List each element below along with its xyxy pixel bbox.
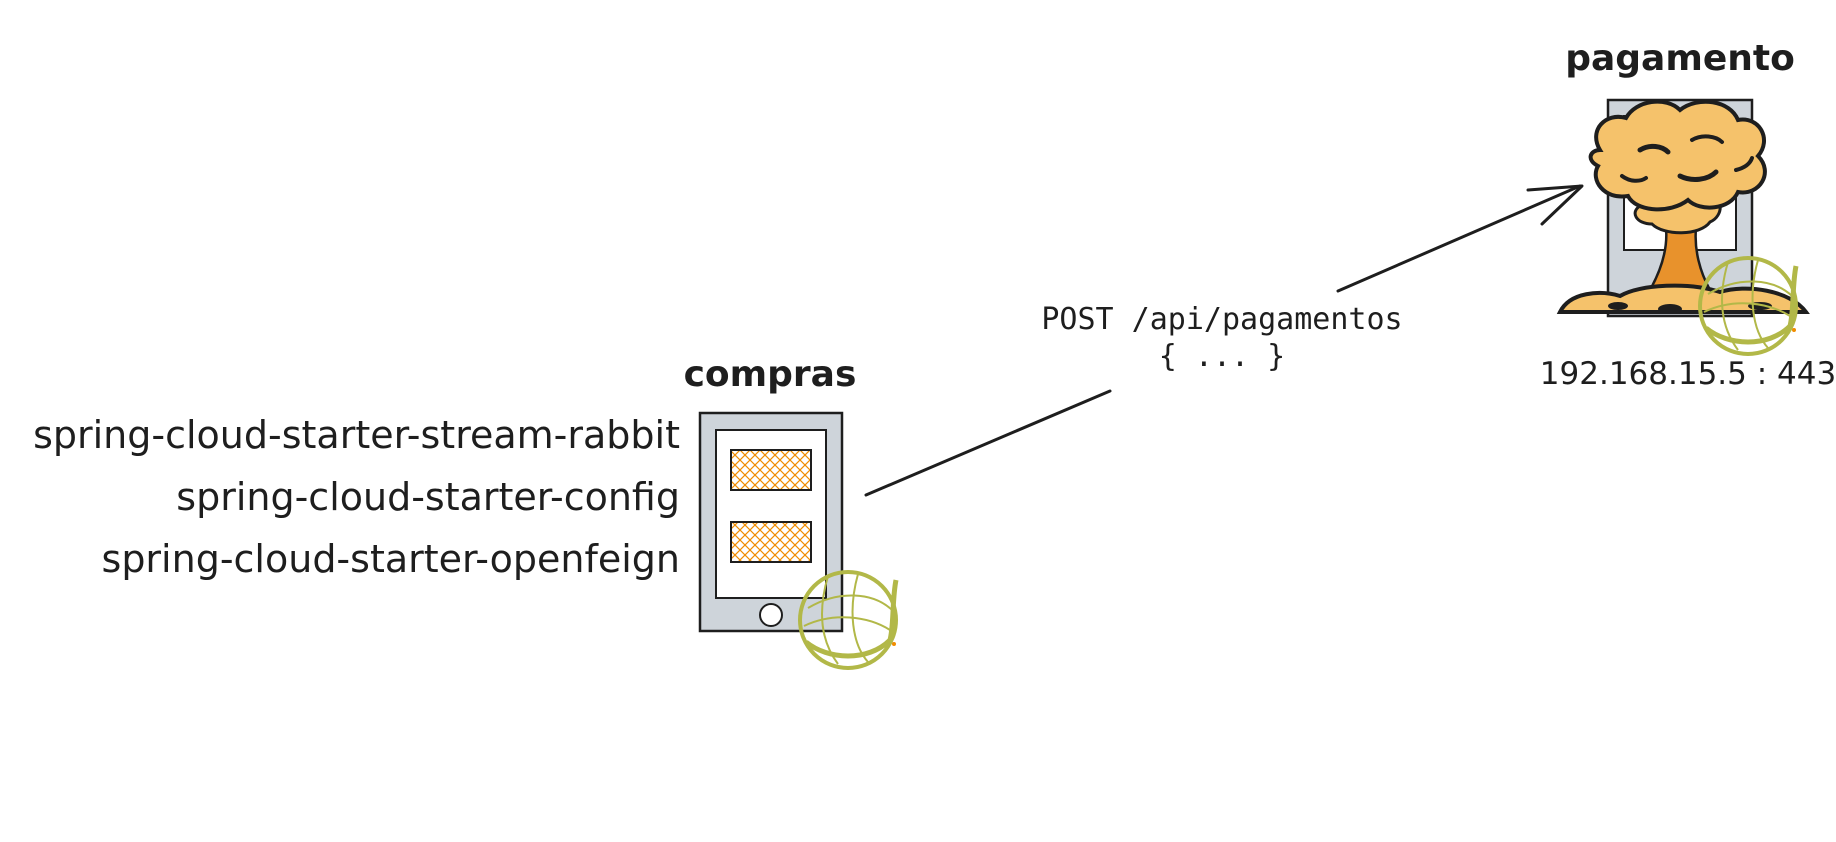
dependency-item: spring-cloud-starter-stream-rabbit — [33, 413, 680, 457]
compras-node: compras spring-cloud-starter-stream-rabb… — [33, 354, 899, 670]
spring-leaf-icon — [1698, 256, 1799, 356]
dependency-item: spring-cloud-starter-openfeign — [102, 537, 680, 581]
dependency-item: spring-cloud-starter-config — [176, 475, 680, 519]
request-label: POST /api/pagamentos — [1041, 302, 1402, 337]
pagamento-node: pagamento — [1540, 38, 1836, 392]
mobile-phone-icon — [698, 411, 844, 633]
post-request-arrow: POST /api/pagamentos { ... } — [864, 184, 1584, 497]
request-body-label: { ... } — [1159, 339, 1285, 374]
explosion-icon — [1556, 99, 1810, 314]
compras-title: compras — [684, 354, 857, 395]
compras-dependency-list: spring-cloud-starter-stream-rabbit sprin… — [33, 413, 680, 581]
pagamento-title: pagamento — [1565, 38, 1795, 79]
spring-leaf-icon — [798, 570, 899, 670]
pagamento-address: 192.168.15.5 : 443 — [1540, 356, 1836, 392]
